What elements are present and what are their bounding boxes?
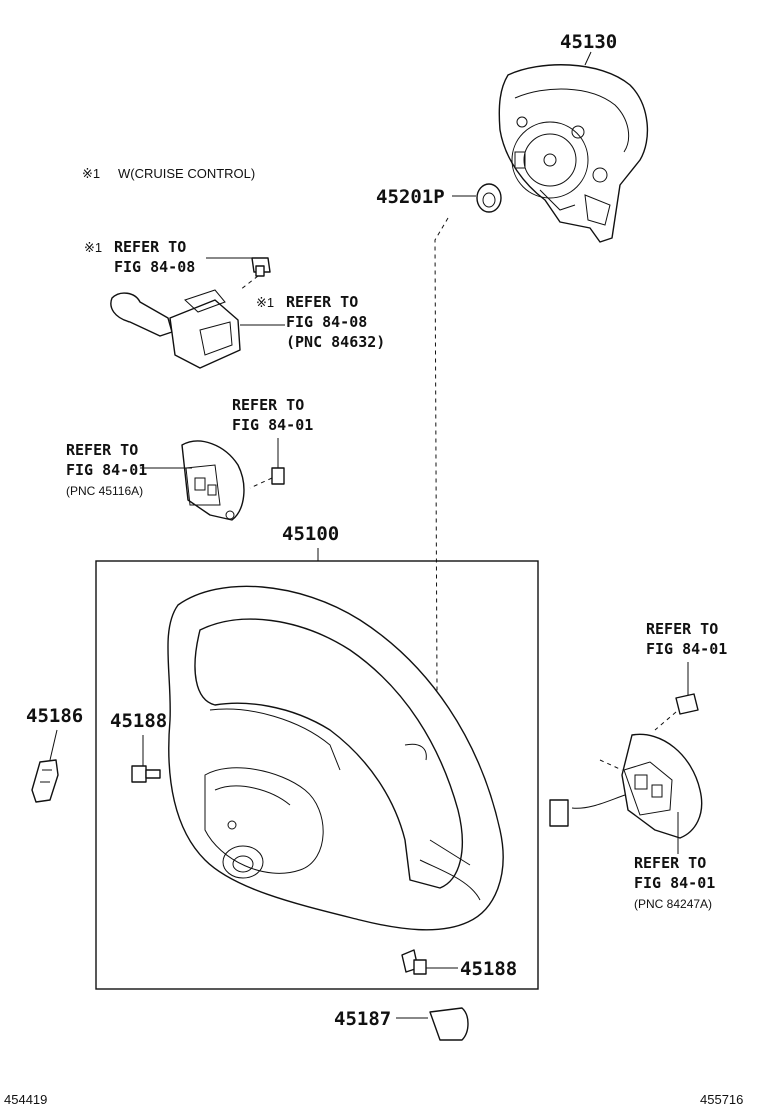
- footer-right-code: 455716: [700, 1092, 743, 1107]
- ref-cruise-bolt-line1: REFER TO: [114, 238, 186, 256]
- dashed-guide-line: [339, 217, 449, 761]
- ref-bolt-left-line2: FIG 84-01: [232, 416, 313, 434]
- note-mark: ※1: [82, 166, 100, 181]
- bolt-left-drawing: [271, 467, 285, 485]
- ref-cruise-switch-line3: (PNC 84632): [286, 333, 385, 351]
- cruise-switch-drawing: [110, 289, 241, 369]
- steering-wheel-frame: [95, 560, 539, 990]
- ref-bolt-right-line2: FIG 84-01: [646, 640, 727, 658]
- steering-wheel-drawing: [167, 585, 504, 931]
- airbag-assembly-drawing: [498, 64, 649, 243]
- ref-cruise-switch-line2: FIG 84-08: [286, 313, 367, 331]
- label-45187: 45187: [334, 1008, 391, 1030]
- ref-switch-left-line1: REFER TO: [66, 441, 138, 459]
- nut-45201p-drawing: [476, 183, 502, 213]
- ref-cruise-bolt-line2: FIG 84-08: [114, 258, 195, 276]
- ref-cruise-switch-line1: REFER TO: [286, 293, 358, 311]
- leader-45130: [584, 51, 592, 66]
- note-text: W(CRUISE CONTROL): [118, 166, 255, 181]
- switch-left-drawing: [181, 440, 245, 521]
- cruise-bolt-drawing: [251, 257, 271, 277]
- ref-switch-right-line3: (PNC 84247A): [634, 897, 712, 911]
- label-45188-bottom: 45188: [460, 958, 517, 980]
- part-45187-drawing: [429, 1007, 469, 1041]
- ref-switch-left-line2: FIG 84-01: [66, 461, 147, 479]
- ref-bolt-right-line1: REFER TO: [646, 620, 718, 638]
- ref-switch-left-line3: (PNC 45116A): [66, 484, 143, 498]
- label-45201p: 45201P: [376, 186, 445, 208]
- footer-left-code: 454419: [4, 1092, 47, 1107]
- switch-right-drawing: [549, 733, 703, 839]
- bolt-45188-left-drawing: [131, 765, 161, 783]
- bolt-45188-bottom-drawing: [401, 949, 427, 975]
- ref-cruise-bolt-mark: ※1: [84, 240, 102, 255]
- label-45188-left: 45188: [110, 710, 167, 732]
- label-45186: 45186: [26, 705, 83, 727]
- ref-cruise-switch-mark: ※1: [256, 295, 274, 310]
- ref-switch-right-line1: REFER TO: [634, 854, 706, 872]
- ref-switch-right-line2: FIG 84-01: [634, 874, 715, 892]
- part-45186-drawing: [31, 759, 59, 803]
- ref-bolt-left-line1: REFER TO: [232, 396, 304, 414]
- leader-45186: [49, 729, 58, 761]
- cruise-control-note: ※1 W(CRUISE CONTROL): [82, 166, 255, 181]
- label-45100: 45100: [282, 523, 339, 545]
- label-45130: 45130: [560, 31, 617, 53]
- bolt-right-drawing: [675, 693, 699, 715]
